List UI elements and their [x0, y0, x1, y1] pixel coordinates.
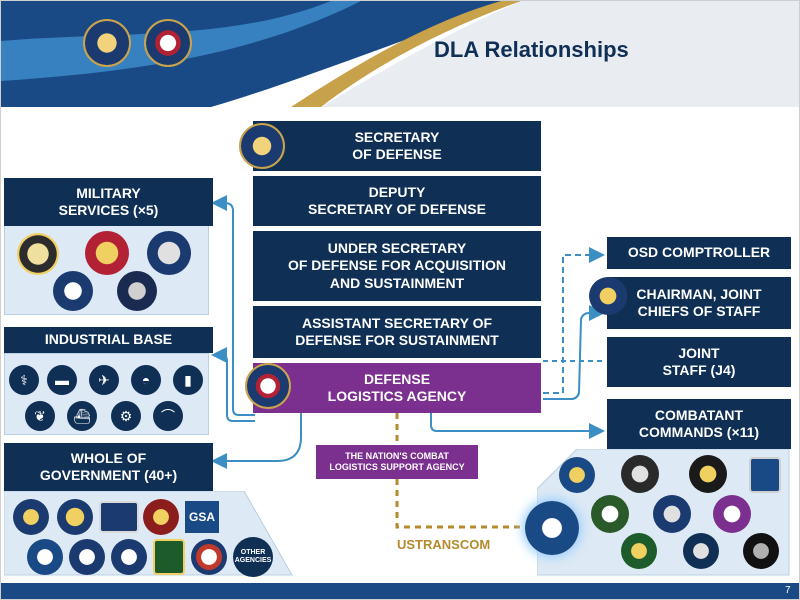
wheat-icon: ❦	[25, 401, 55, 431]
usd-label: UNDER SECRETARY OF DEFENSE FOR ACQUISITI…	[287, 239, 507, 291]
marine-corps-seal-icon	[85, 231, 129, 275]
slide-title: DLA Relationships	[434, 37, 629, 62]
box-whole-of-government: WHOLE OF GOVERNMENT (40+)	[4, 443, 213, 491]
joint-staff-label: JOINT STAFF (J4)	[662, 344, 736, 379]
combatant-commands-label: COMBATANT COMMANDS (×11)	[638, 406, 760, 441]
command-seal-1-icon	[559, 457, 595, 493]
barrel-icon: ▮	[173, 365, 203, 395]
command-seal-3-icon	[689, 455, 727, 493]
ship-icon: ⛴	[67, 401, 97, 431]
navy-seal-icon	[147, 231, 191, 275]
aircraft-icon: ✈	[89, 365, 119, 395]
air-force-seal-icon	[53, 271, 93, 311]
box-military-services: MILITARY SERVICES (×5)	[4, 178, 213, 226]
military-services-label: MILITARY SERVICES (×5)	[58, 184, 159, 219]
depsecdef-label: DEPUTY SECRETARY OF DEFENSE	[308, 183, 486, 218]
caduceus-icon: ⚕	[9, 365, 39, 395]
other-agencies-badge: OTHER AGENCIES	[233, 537, 273, 577]
command-seal-4-icon	[749, 457, 781, 493]
command-seal-9-icon	[683, 533, 719, 569]
gear-icon: ⚙	[111, 401, 141, 431]
secdef-seal-icon	[239, 123, 285, 169]
cjcs-label: CHAIRMAN, JOINT CHIEFS OF STAFF	[636, 285, 762, 320]
box-osd-comptroller: OSD COMPTROLLER	[607, 237, 791, 269]
helmet-icon: ◓	[131, 365, 161, 395]
commerce-seal-icon	[143, 499, 179, 535]
dla-label: DEFENSE LOGISTICS AGENCY	[327, 370, 467, 405]
ustranscom-label: USTRANSCOM	[397, 537, 491, 552]
whole-of-government-label: WHOLE OF GOVERNMENT (40+)	[39, 449, 178, 484]
ustranscom-seal-icon	[525, 501, 579, 555]
dod-seal-icon	[83, 19, 131, 67]
box-secretary-of-defense: SECRETARY OF DEFENSE	[253, 121, 541, 171]
box-deputy-secretary: DEPUTY SECRETARY OF DEFENSE	[253, 176, 541, 226]
state-department-seal-icon	[13, 499, 49, 535]
tagline-box: THE NATION'S COMBAT LOGISTICS SUPPORT AG…	[316, 445, 478, 479]
box-defense-logistics-agency: DEFENSE LOGISTICS AGENCY	[253, 363, 541, 413]
hhs-seal-icon	[69, 539, 105, 575]
army-seal-icon	[17, 233, 59, 275]
tank-icon: ▬	[47, 365, 77, 395]
dla-emblem-icon	[245, 363, 291, 409]
secdef-label: SECRETARY OF DEFENSE	[352, 128, 442, 163]
box-under-secretary: UNDER SECRETARY OF DEFENSE FOR ACQUISITI…	[253, 231, 541, 301]
transportation-seal-icon	[27, 539, 63, 575]
command-seal-8-icon	[621, 533, 657, 569]
treasury-seal-icon	[57, 499, 93, 535]
gsa-label: GSA	[188, 509, 215, 524]
coast-guard-seal-icon	[191, 539, 227, 575]
cjcs-seal-icon	[589, 277, 627, 315]
space-force-seal-icon	[117, 271, 157, 311]
tagline-label: THE NATION'S COMBAT LOGISTICS SUPPORT AG…	[329, 450, 465, 472]
forest-service-icon	[153, 539, 185, 575]
box-chairman-joint-chiefs: CHAIRMAN, JOINT CHIEFS OF STAFF	[607, 277, 791, 329]
command-seal-7-icon	[713, 495, 751, 533]
box-joint-staff: JOINT STAFF (J4)	[607, 337, 791, 387]
footer-bar	[1, 583, 799, 599]
box-assistant-secretary: ASSISTANT SECRETARY OF DEFENSE FOR SUSTA…	[253, 306, 541, 358]
dla-seal-icon	[144, 19, 192, 67]
homeland-security-seal-icon	[111, 539, 147, 575]
white-house-icon	[99, 501, 139, 533]
box-industrial-base: INDUSTRIAL BASE	[4, 327, 213, 353]
industrial-base-label: INDUSTRIAL BASE	[44, 331, 173, 348]
command-seal-10-icon	[743, 533, 779, 569]
page-number: 7	[785, 585, 791, 596]
command-seal-5-icon	[591, 495, 629, 533]
gsa-logo: GSA	[185, 501, 219, 533]
pipe-icon: ⌒	[153, 401, 183, 431]
box-combatant-commands: COMBATANT COMMANDS (×11)	[607, 399, 791, 449]
osd-comptroller-label: OSD COMPTROLLER	[627, 244, 771, 261]
command-seal-2-icon	[621, 455, 659, 493]
command-seal-6-icon	[653, 495, 691, 533]
asd-label: ASSISTANT SECRETARY OF DEFENSE FOR SUSTA…	[295, 314, 499, 349]
